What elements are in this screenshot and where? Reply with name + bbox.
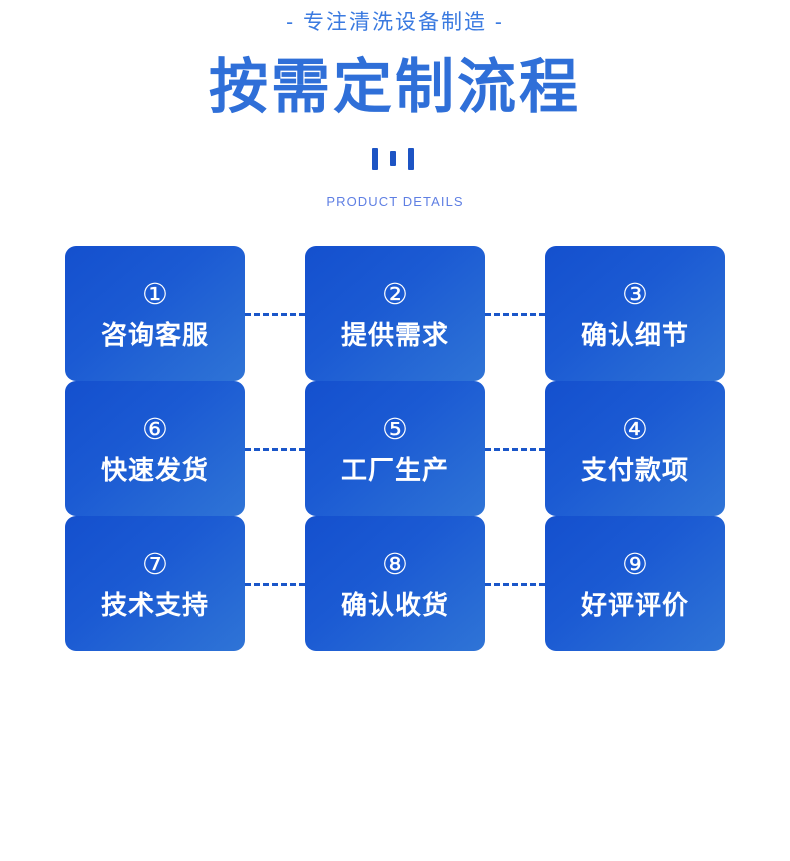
- process-flow-diagram: ① 咨询客服 ② 提供需求 ③ 确认细节 ⑥ 快速发货 ⑤: [65, 246, 725, 651]
- flow-step-card-7[interactable]: ⑦ 技术支持: [65, 516, 245, 651]
- ornament-bar-center: [390, 151, 396, 166]
- flow-row-3: ⑦ 技术支持 ⑧ 确认收货 ⑨ 好评评价: [65, 516, 725, 651]
- step-label-1: 咨询客服: [100, 319, 209, 350]
- connector-5-to-6: [245, 448, 305, 451]
- step-label-5: 工厂生产: [340, 454, 449, 485]
- step-number-2: ②: [382, 276, 408, 311]
- step-label-8: 确认收货: [340, 589, 449, 620]
- connector-2-to-3: [485, 313, 545, 316]
- step-label-2: 提供需求: [340, 319, 449, 350]
- step-label-9: 好评评价: [580, 589, 689, 620]
- page-title: 按需定制流程: [208, 54, 581, 120]
- flow-step-card-6[interactable]: ⑥ 快速发货: [65, 381, 245, 516]
- flow-step-card-4[interactable]: ④ 支付款项: [545, 381, 725, 516]
- flow-step-card-2[interactable]: ② 提供需求: [305, 246, 485, 381]
- flow-step-card-1[interactable]: ① 咨询客服: [65, 246, 245, 381]
- flow-step-card-9[interactable]: ⑨ 好评评价: [545, 516, 725, 651]
- step-number-5: ⑤: [382, 411, 408, 446]
- connector-1-to-2: [245, 313, 305, 316]
- ornament-bar-left: [372, 148, 378, 170]
- flow-step-card-5[interactable]: ⑤ 工厂生产: [305, 381, 485, 516]
- page-header: - 专注清洗设备制造 - 按需定制流程 PRODUCT DETAILS: [0, 0, 790, 209]
- step-label-3: 确认细节: [580, 319, 689, 350]
- step-number-8: ⑧: [382, 546, 408, 581]
- connector-7-to-8: [245, 583, 305, 586]
- flow-row-1: ① 咨询客服 ② 提供需求 ③ 确认细节: [65, 246, 725, 381]
- flow-step-card-3[interactable]: ③ 确认细节: [545, 246, 725, 381]
- step-label-6: 快速发货: [100, 454, 209, 485]
- eyebrow-tagline: - 专注清洗设备制造 -: [286, 11, 504, 34]
- step-number-6: ⑥: [142, 411, 168, 446]
- step-label-4: 支付款项: [580, 454, 689, 485]
- step-number-9: ⑨: [622, 546, 648, 581]
- three-bars-ornament: [372, 146, 418, 172]
- step-label-7: 技术支持: [100, 589, 209, 620]
- flow-row-2: ⑥ 快速发货 ⑤ 工厂生产 ④ 支付款项: [65, 381, 725, 516]
- step-number-3: ③: [622, 276, 648, 311]
- flow-step-card-8[interactable]: ⑧ 确认收货: [305, 516, 485, 651]
- step-number-7: ⑦: [142, 546, 168, 581]
- connector-4-to-5: [485, 448, 545, 451]
- step-number-1: ①: [142, 276, 168, 311]
- ornament-bar-right: [408, 148, 414, 170]
- page-subtitle-english: PRODUCT DETAILS: [326, 194, 464, 209]
- connector-8-to-9: [485, 583, 545, 586]
- step-number-4: ④: [622, 411, 648, 446]
